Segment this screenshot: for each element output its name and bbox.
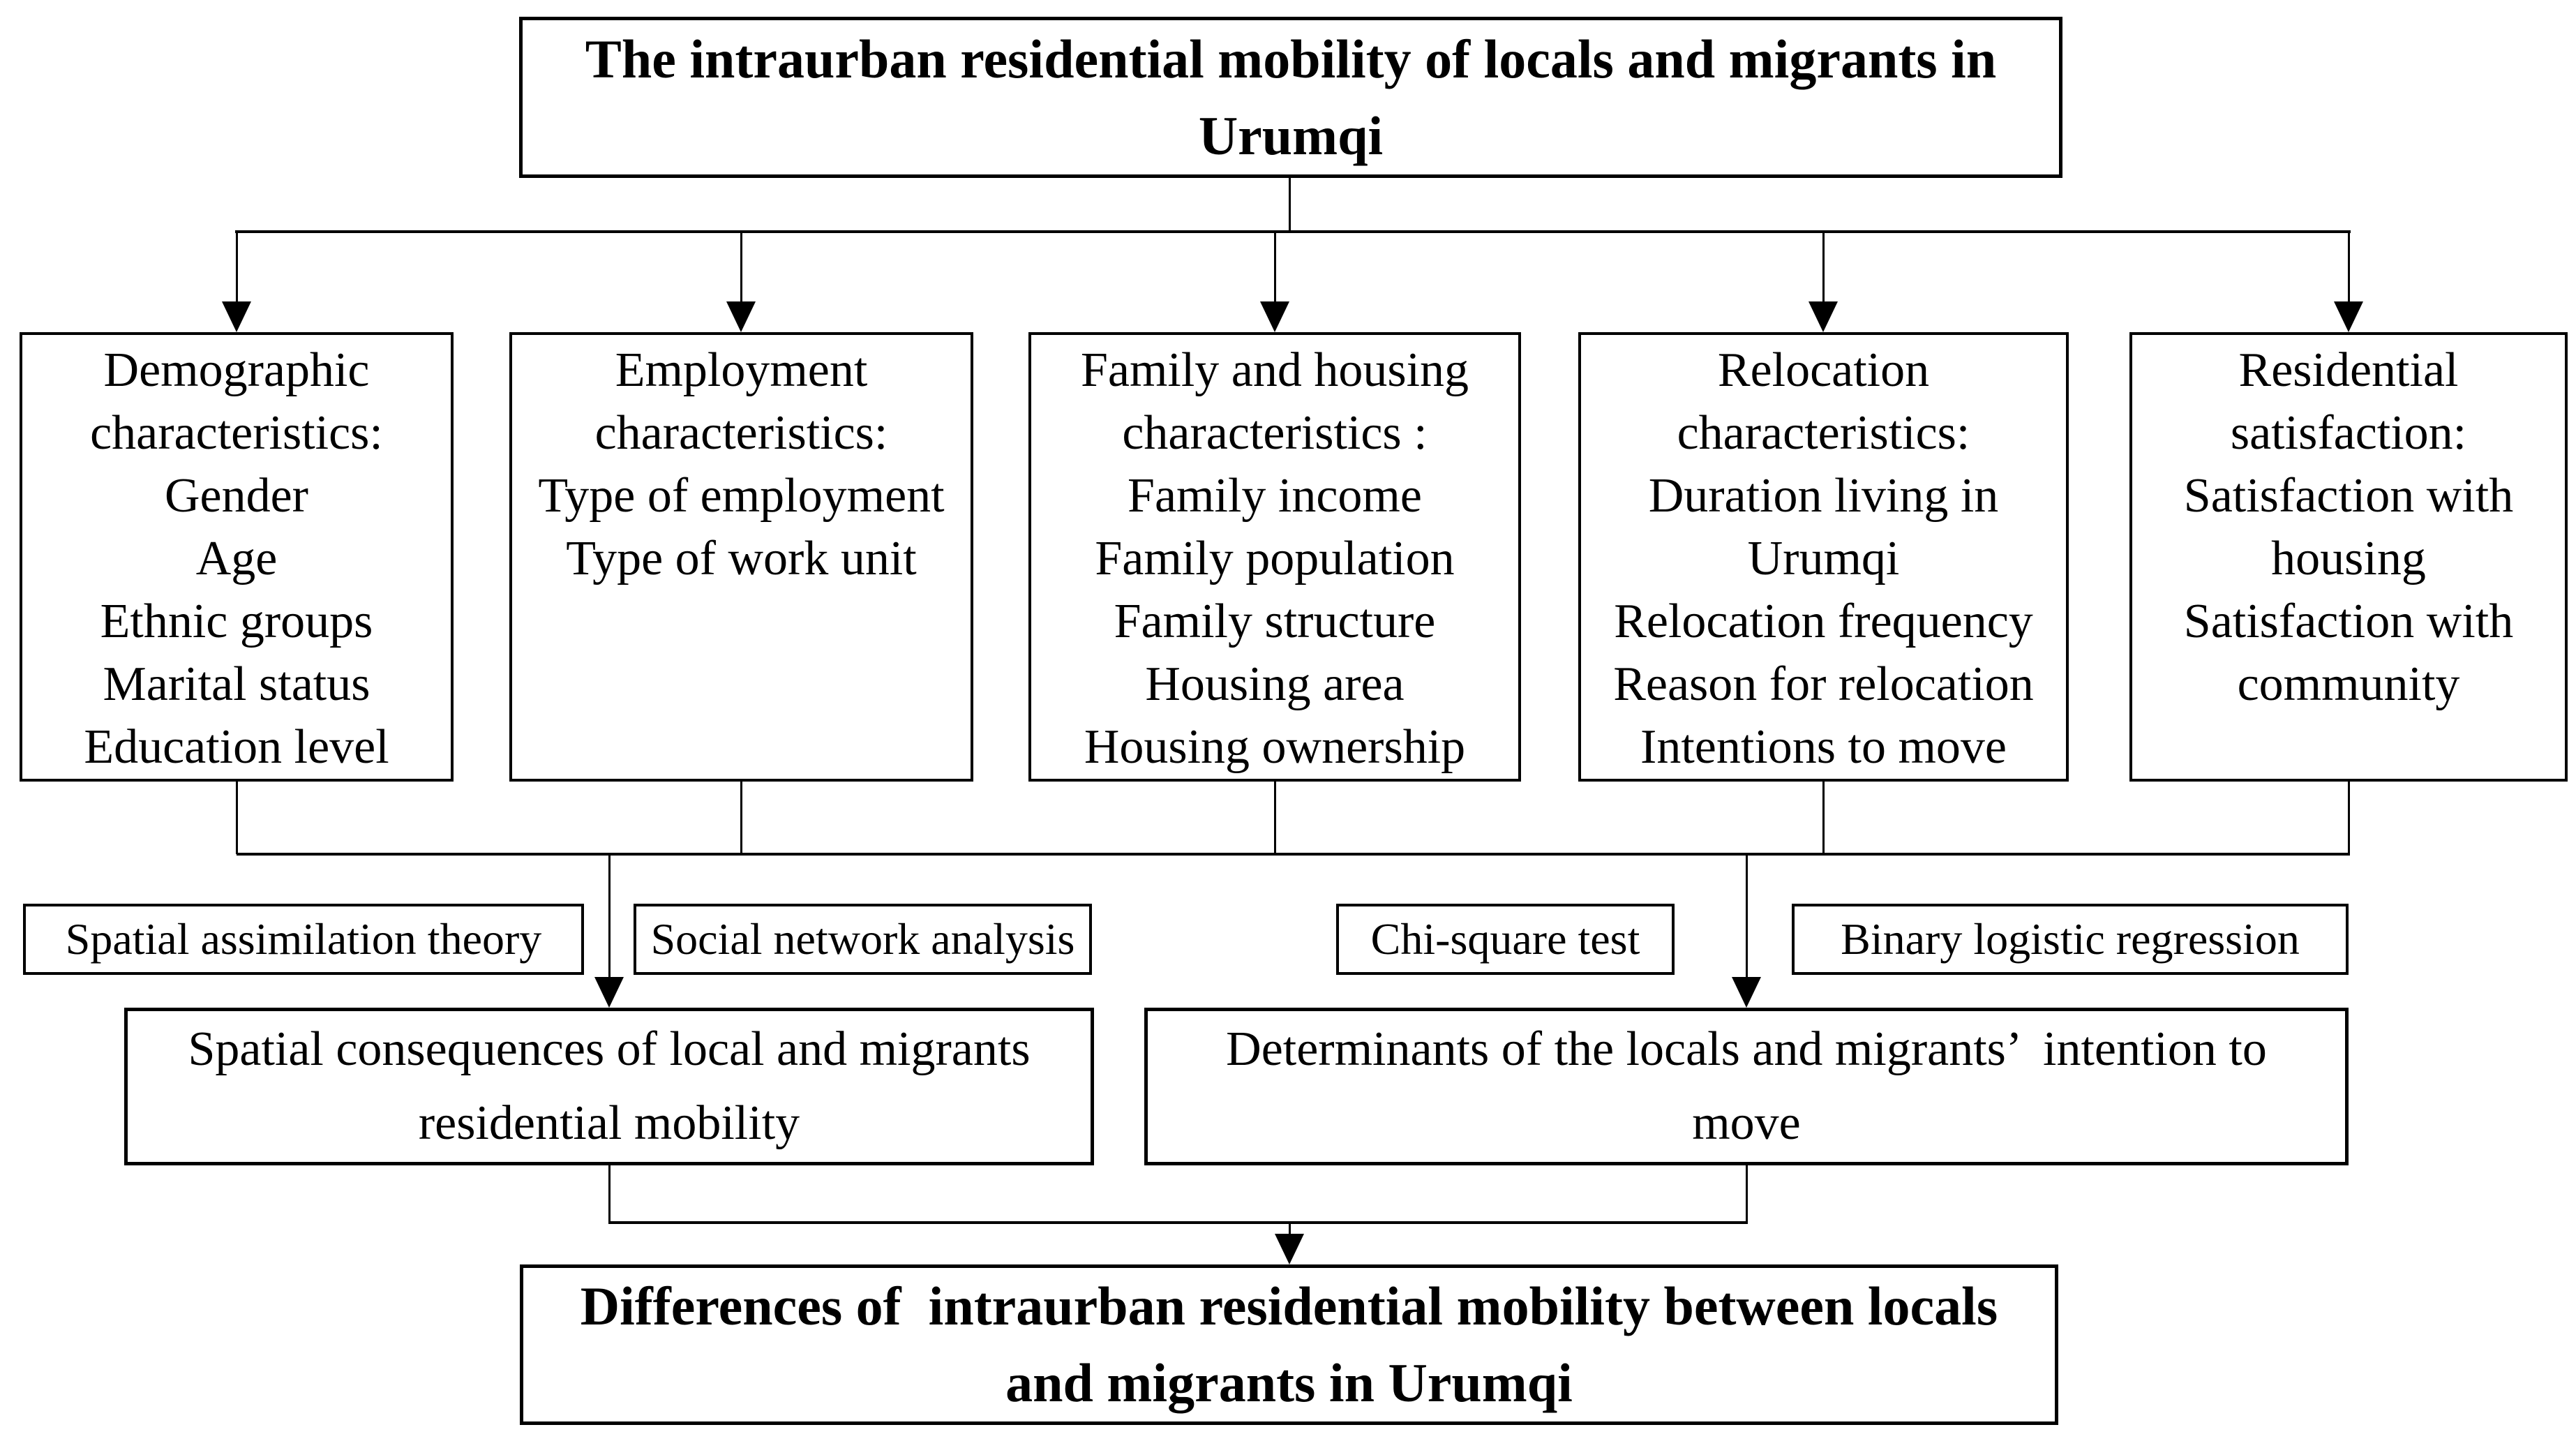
text-line: and migrants in Urumqi [1005, 1352, 1573, 1413]
text-line: Satisfaction with [2183, 595, 2514, 648]
connector-outcome-drop-right [1746, 856, 1748, 980]
outcome-box-spatial-consequences: Spatial consequences of local and migran… [124, 1008, 1094, 1165]
text-line: Housing area [1145, 657, 1405, 711]
connector-drop-4 [1822, 233, 1825, 303]
text-line: characteristics: [1677, 406, 1970, 460]
category-box-family-housing: Family and housing characteristics : Famil… [1028, 332, 1521, 782]
category-box-residential-satisfaction: Residential satisfaction: Satisfaction wit… [2129, 332, 2568, 782]
arrowhead-icon-outcome-left [594, 977, 624, 1008]
text-line: Demographic [103, 343, 370, 397]
text-line: Determinants of the locals and migrants’… [1226, 1022, 2267, 1076]
connector-drop-2 [740, 233, 742, 303]
arrowhead-icon-4 [1809, 301, 1838, 332]
text-line: Type of employment [538, 469, 945, 523]
method-label: Social network analysis [650, 914, 1075, 964]
text-line: residential mobility [418, 1096, 800, 1150]
connector-stub-2 [740, 782, 742, 854]
connector-bottom-bus [608, 1221, 1748, 1224]
text-line: Family income [1128, 469, 1422, 523]
text-line: Ethnic groups [100, 595, 373, 648]
method-box-chi-square-test: Chi-square test [1336, 904, 1675, 975]
connector-drop-3 [1274, 233, 1276, 303]
arrowhead-icon-2 [726, 301, 756, 332]
text-line: characteristics : [1122, 406, 1428, 460]
text-line: Satisfaction with [2183, 469, 2514, 523]
connector-drop-5 [2348, 233, 2350, 303]
connector-middle-bus [237, 853, 2350, 856]
method-box-binary-logistic-regression: Binary logistic regression [1792, 904, 2349, 975]
text-line: Urumqi [1747, 532, 1900, 585]
method-box-social-network-analysis: Social network analysis [634, 904, 1092, 975]
arrowhead-icon-1 [222, 301, 251, 332]
connector-outcome-drop-left [608, 856, 611, 980]
connector-top-bus [235, 230, 2351, 233]
text-line: Spatial consequences of local and migran… [188, 1022, 1031, 1076]
category-box-employment: Employment characteristics: Type of employ… [509, 332, 973, 782]
connector-stub-1 [236, 782, 238, 854]
text-line: move [1692, 1096, 1801, 1150]
text-line: Employment [615, 343, 868, 397]
title-box: The intraurban residential mobility of l… [519, 17, 2062, 178]
text-line: Relocation frequency [1614, 595, 2033, 648]
text-line: Duration living in [1648, 469, 1999, 523]
method-label: Chi-square test [1370, 914, 1640, 964]
method-box-spatial-assimilation-theory: Spatial assimilation theory [23, 904, 584, 975]
arrowhead-icon-3 [1260, 301, 1289, 332]
text-line: Relocation [1717, 343, 1930, 397]
connector-stub-3 [1274, 782, 1276, 854]
text-line: Family and housing [1080, 343, 1469, 397]
connector-stub-5 [2348, 782, 2350, 854]
text-line: satisfaction: [2230, 406, 2467, 460]
text-line: Differences of intraurban residential mo… [580, 1276, 1998, 1336]
text-line: The intraurban residential mobility of l… [585, 28, 1997, 89]
connector-stub-4 [1822, 782, 1825, 854]
outcome-box-determinants: Determinants of the locals and migrants’… [1144, 1008, 2349, 1165]
text-line: characteristics: [594, 406, 888, 460]
text-line: Gender [164, 469, 308, 523]
connector-title-stem [1289, 178, 1291, 232]
connector-final-stem [1289, 1224, 1291, 1237]
text-line: housing [2271, 532, 2426, 585]
text-line: Intentions to move [1640, 720, 2007, 774]
arrowhead-icon-final [1275, 1234, 1304, 1264]
method-label: Binary logistic regression [1841, 914, 2300, 964]
connector-elbow-right [1746, 1165, 1748, 1224]
arrowhead-icon-5 [2334, 301, 2363, 332]
text-line: Family structure [1114, 595, 1436, 648]
text-line: Age [195, 532, 278, 585]
conclusion-box: Differences of intraurban residential mo… [520, 1264, 2058, 1425]
text-line: Marital status [103, 657, 370, 711]
text-line: Urumqi [1198, 105, 1384, 166]
text-line: Family population [1095, 532, 1455, 585]
text-line: community [2237, 657, 2460, 711]
arrowhead-icon-outcome-right [1732, 977, 1761, 1008]
text-line: Education level [84, 720, 389, 774]
connector-drop-1 [236, 233, 238, 303]
category-box-relocation: Relocation characteristics: Duration livin… [1578, 332, 2069, 782]
text-line: Reason for relocation [1613, 657, 2034, 711]
method-label: Spatial assimilation theory [65, 914, 542, 964]
text-line: Residential [2238, 343, 2459, 397]
text-line: characteristics: [90, 406, 383, 460]
text-line: Housing ownership [1084, 720, 1466, 774]
connector-elbow-left [608, 1165, 611, 1224]
text-line: Type of work unit [566, 532, 917, 585]
